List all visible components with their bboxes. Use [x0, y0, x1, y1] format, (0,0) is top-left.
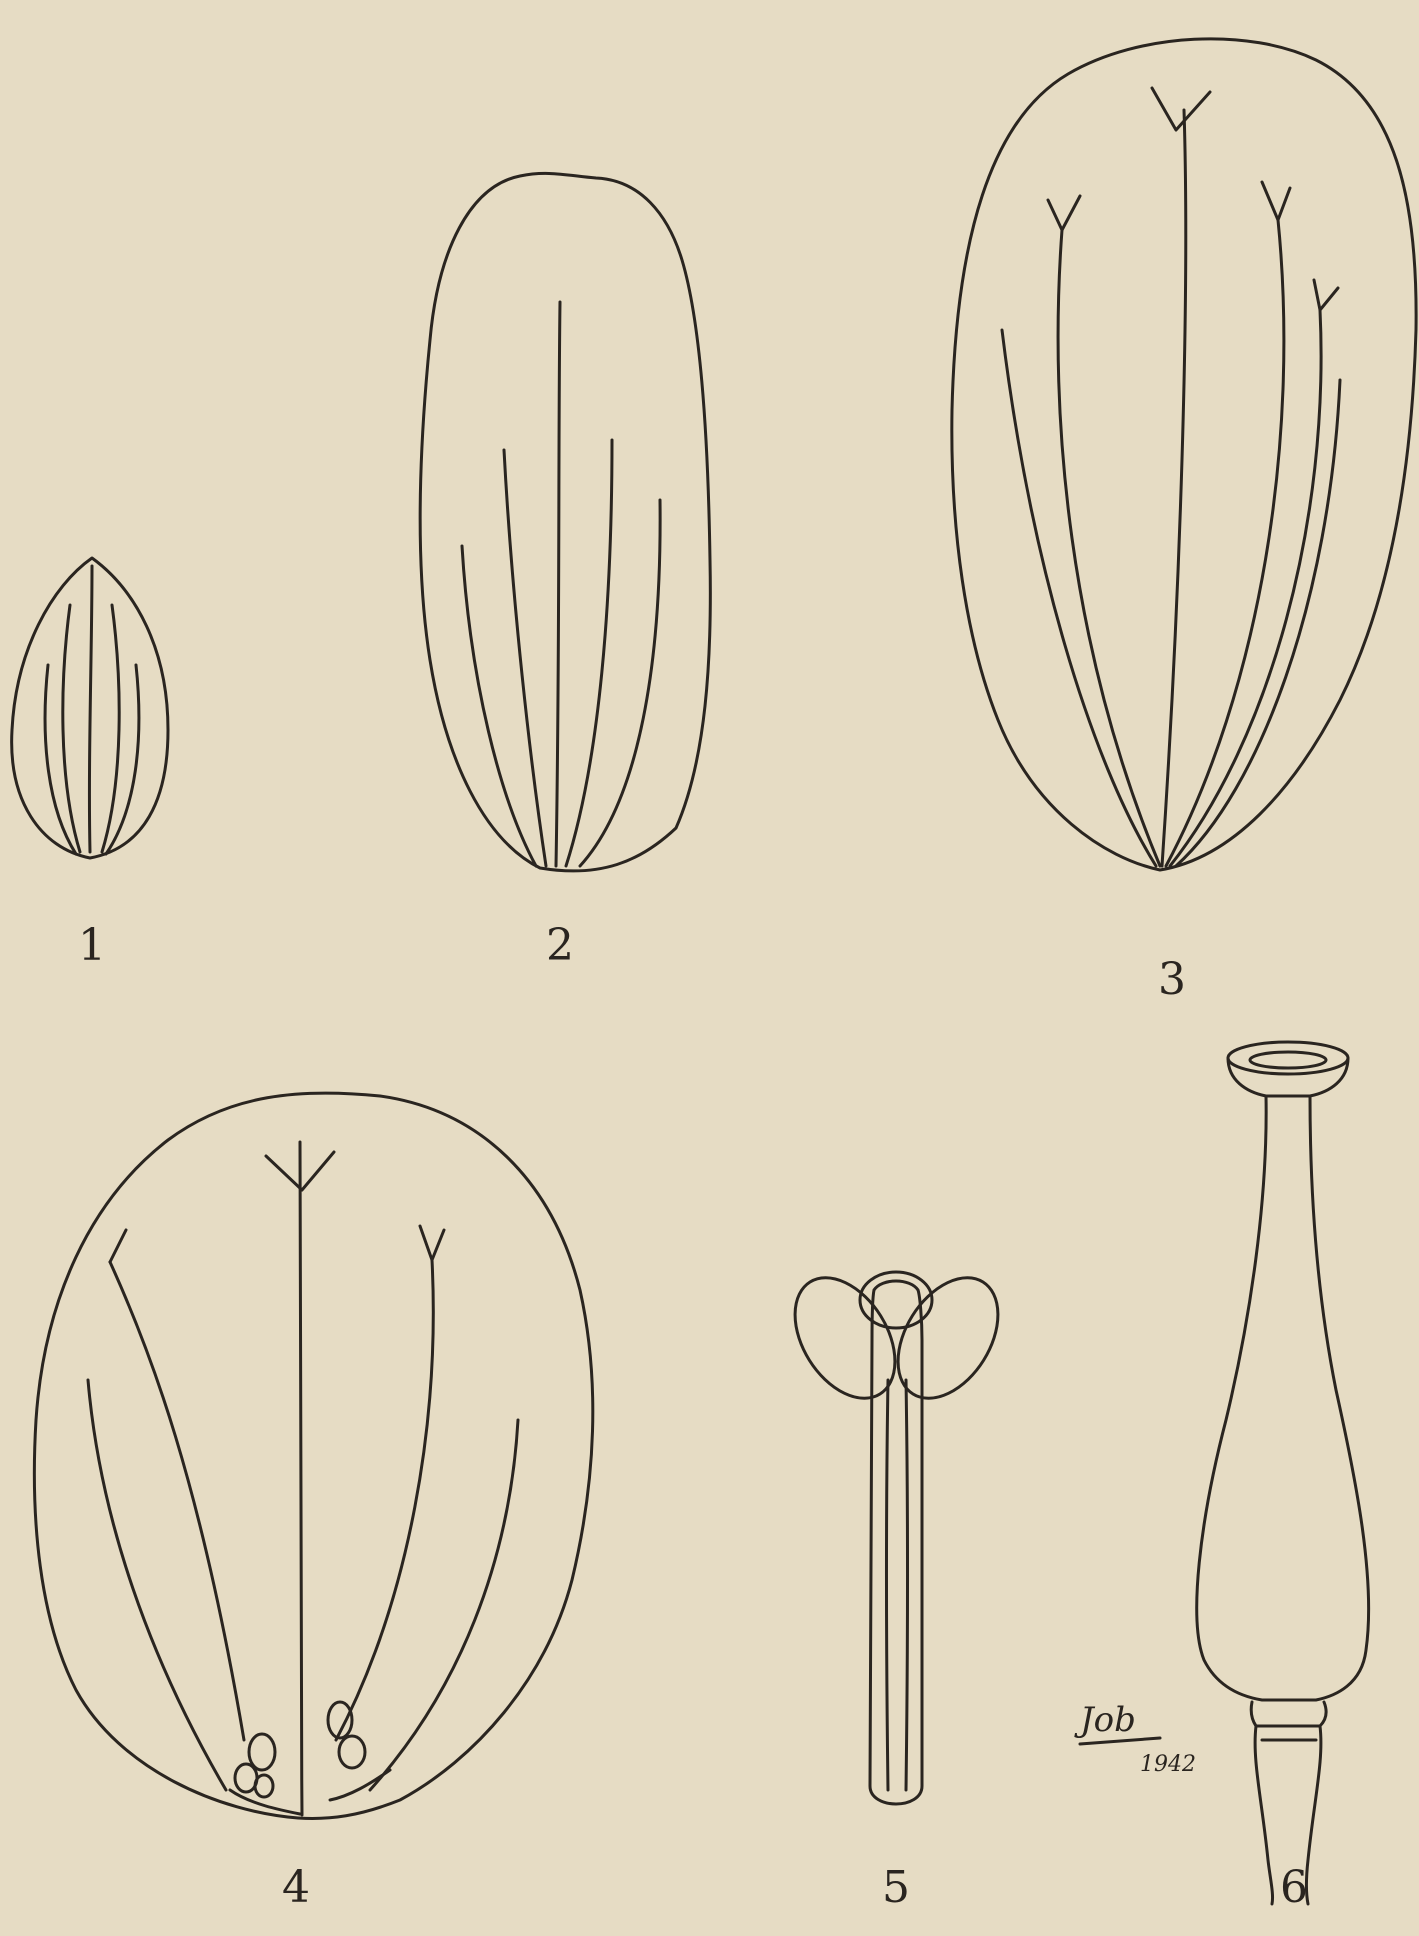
- figure-2-label: 2: [546, 924, 574, 968]
- signature-year: 1942: [1140, 1752, 1196, 1777]
- figure-6-label: 6: [1280, 1866, 1308, 1910]
- figure-1-label: 1: [78, 924, 106, 968]
- figure-3-label: 3: [1158, 958, 1186, 1002]
- artist-signature: Job: [1080, 1700, 1136, 1740]
- figure-3-drawing: [952, 39, 1416, 870]
- figure-4-label: 4: [282, 1866, 310, 1910]
- figure-5-drawing: [774, 1260, 1018, 1804]
- figure-4-drawing: [34, 1093, 592, 1818]
- figure-5-label: 5: [882, 1866, 910, 1910]
- figure-1-drawing: [12, 558, 168, 858]
- figure-2-drawing: [420, 173, 710, 871]
- figure-6-drawing: [1197, 1042, 1369, 1904]
